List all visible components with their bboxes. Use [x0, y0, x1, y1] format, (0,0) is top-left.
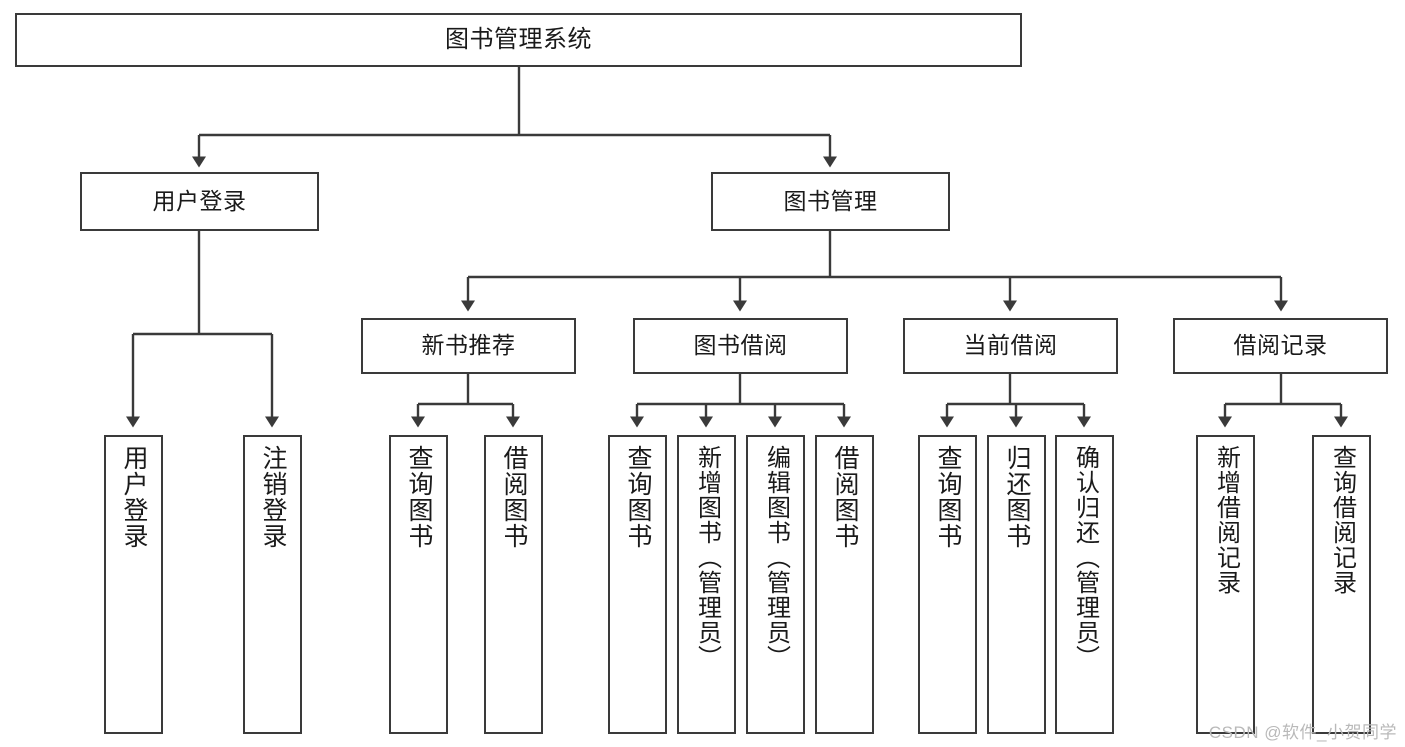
node-leaf-add-book-label: 新增图书（管理员） [693, 445, 721, 670]
node-book-borrow[interactable]: 图书借阅 [633, 318, 848, 374]
node-leaf-edit-book-label: 编辑图书（管理员） [762, 445, 790, 670]
csdn-watermark: CSDN @软件_小贺同学 [1208, 723, 1397, 742]
node-leaf-borrow-book-1-label: 借阅图书 [500, 445, 528, 549]
node-leaf-user-login[interactable]: 用户登录 [104, 435, 163, 734]
node-root-label: 图书管理系统 [445, 25, 592, 53]
node-leaf-query-book-3-label: 查询图书 [934, 445, 962, 549]
node-leaf-query-book-2-label: 查询图书 [624, 445, 652, 549]
node-book-manage-label: 图书管理 [783, 187, 878, 214]
node-new-book-recommend[interactable]: 新书推荐 [361, 318, 576, 374]
node-leaf-user-login-label: 用户登录 [120, 445, 148, 549]
node-root[interactable]: 图书管理系统 [15, 13, 1022, 67]
node-leaf-confirm-return[interactable]: 确认归还（管理员） [1055, 435, 1114, 734]
node-leaf-add-record[interactable]: 新增借阅记录 [1196, 435, 1255, 734]
node-leaf-add-book[interactable]: 新增图书（管理员） [677, 435, 736, 734]
node-leaf-borrow-book-2[interactable]: 借阅图书 [815, 435, 874, 734]
node-leaf-borrow-book-2-label: 借阅图书 [831, 445, 859, 549]
node-book-borrow-label: 图书借阅 [693, 332, 788, 359]
node-leaf-logout[interactable]: 注销登录 [243, 435, 302, 734]
node-leaf-borrow-book-1[interactable]: 借阅图书 [484, 435, 543, 734]
node-leaf-return-book[interactable]: 归还图书 [987, 435, 1046, 734]
node-current-borrow-label: 当前借阅 [963, 332, 1058, 359]
node-leaf-edit-book[interactable]: 编辑图书（管理员） [746, 435, 805, 734]
node-borrow-record-label: 借阅记录 [1233, 332, 1328, 359]
node-leaf-query-book-1[interactable]: 查询图书 [389, 435, 448, 734]
node-leaf-confirm-return-label: 确认归还（管理员） [1071, 445, 1099, 670]
node-leaf-query-record[interactable]: 查询借阅记录 [1312, 435, 1371, 734]
node-leaf-logout-label: 注销登录 [259, 445, 287, 549]
node-leaf-query-book-3[interactable]: 查询图书 [918, 435, 977, 734]
node-user-login[interactable]: 用户登录 [80, 172, 319, 231]
node-leaf-query-book-2[interactable]: 查询图书 [608, 435, 667, 734]
node-borrow-record[interactable]: 借阅记录 [1173, 318, 1388, 374]
node-current-borrow[interactable]: 当前借阅 [903, 318, 1118, 374]
node-leaf-add-record-label: 新增借阅记录 [1212, 445, 1240, 595]
node-user-login-label: 用户登录 [152, 187, 247, 214]
node-leaf-query-book-1-label: 查询图书 [405, 445, 433, 549]
node-leaf-query-record-label: 查询借阅记录 [1328, 445, 1356, 595]
node-new-book-recommend-label: 新书推荐 [421, 332, 516, 359]
node-book-manage[interactable]: 图书管理 [711, 172, 950, 231]
node-leaf-return-book-label: 归还图书 [1003, 445, 1031, 549]
